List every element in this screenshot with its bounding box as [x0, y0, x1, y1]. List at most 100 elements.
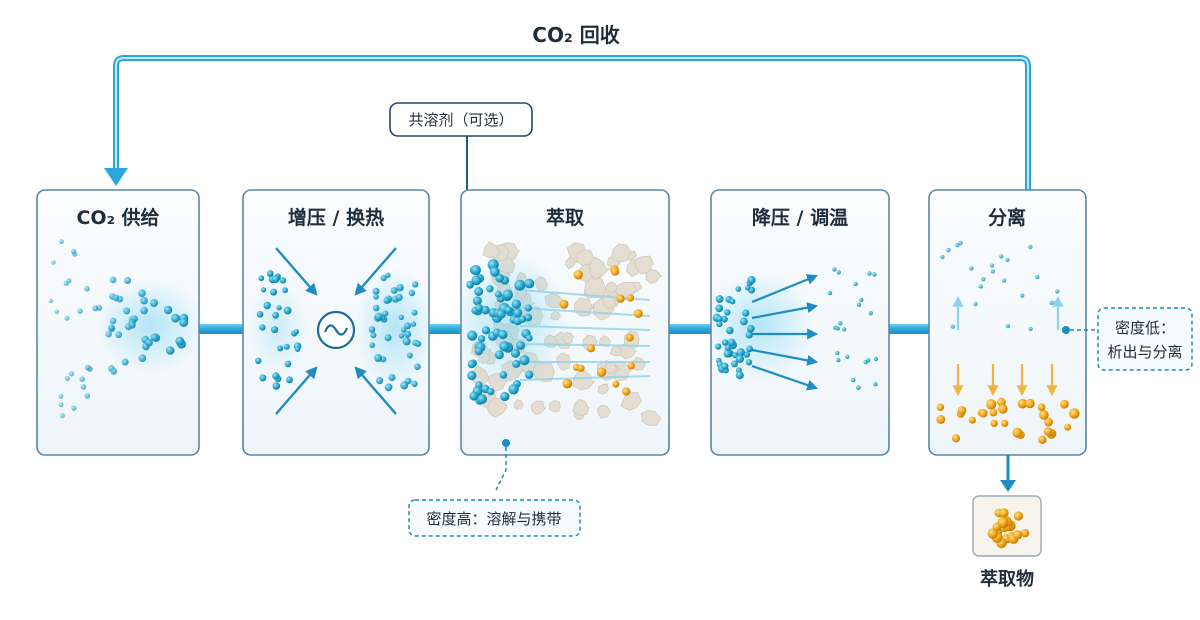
stage-supply-title: CO₂ 供给	[76, 206, 159, 229]
co2-molecule	[746, 324, 755, 333]
co2-molecule	[859, 297, 864, 303]
recycle-arrowhead	[104, 168, 128, 186]
co2-molecule	[398, 333, 405, 339]
co2-molecule	[368, 326, 376, 333]
matrix-particle	[572, 398, 590, 417]
extract-particle	[610, 267, 620, 276]
co2-molecule	[735, 371, 744, 380]
co2-molecule	[259, 374, 267, 382]
co2-molecule	[255, 357, 262, 364]
co2-molecule	[411, 309, 418, 316]
co2-molecule	[271, 275, 280, 284]
co2-molecule	[384, 334, 392, 342]
co2-molecule	[499, 371, 508, 379]
extract-particle	[1013, 530, 1023, 540]
co2-molecule	[735, 354, 745, 363]
co2-molecule	[510, 348, 521, 358]
co2-molecule	[414, 363, 421, 371]
co2-molecule	[404, 322, 412, 330]
co2-molecule	[745, 285, 751, 291]
co2-molecule	[731, 360, 738, 368]
co2-molecule	[721, 362, 729, 370]
extract-particle	[626, 294, 635, 302]
co2-molecule	[504, 306, 513, 314]
extract-particle	[1013, 511, 1024, 521]
co2-molecule	[286, 376, 293, 384]
note-low-density-box	[1097, 307, 1193, 371]
extract-particle	[616, 294, 625, 303]
note-low-density-line2: 析出与分离	[1107, 343, 1182, 361]
co2-molecule	[150, 299, 158, 308]
co2-molecule	[516, 341, 525, 350]
extract-particle	[986, 399, 997, 410]
note-low-density-line1: 密度低：	[1115, 319, 1175, 337]
co2-molecule	[404, 330, 412, 338]
extract-particle	[1001, 419, 1009, 427]
co2-molecule	[746, 345, 753, 353]
co2-molecule	[508, 384, 519, 395]
co2-molecule	[271, 326, 279, 334]
extract-particle	[586, 344, 596, 353]
note-high-density-text: 密度高：溶解与携带	[426, 510, 561, 528]
matrix-particle	[597, 404, 611, 419]
co2-molecule	[109, 276, 117, 284]
co2-molecule	[729, 298, 736, 305]
co2-molecule	[499, 341, 510, 352]
extract-particle	[1069, 408, 1080, 419]
pressurize-molecules	[255, 270, 422, 392]
extract-particle	[957, 406, 967, 415]
co2-molecule	[282, 287, 288, 294]
co2-molecule	[171, 313, 180, 323]
co2-molecule	[1005, 323, 1011, 329]
co2-molecule	[494, 290, 502, 298]
output-particles	[987, 508, 1030, 549]
co2-molecule	[845, 354, 850, 359]
extract-particle	[622, 387, 631, 396]
extract-particle	[1025, 398, 1035, 409]
co2-molecule	[54, 309, 59, 315]
co2-molecule	[856, 385, 861, 390]
co2-molecule	[369, 342, 376, 348]
co2-molecule	[747, 275, 756, 285]
co2-molecule	[408, 289, 416, 297]
extract-particle	[627, 362, 635, 370]
co2-molecule	[115, 331, 123, 339]
co2-molecule	[519, 355, 530, 366]
co2-molecule	[481, 305, 490, 315]
co2-molecule	[512, 359, 521, 368]
extract-particle	[1039, 410, 1049, 420]
co2-molecule	[138, 354, 147, 363]
co2-molecule	[71, 405, 77, 411]
co2-molecule	[721, 339, 729, 346]
co2-molecule	[256, 311, 264, 318]
co2-molecule	[68, 371, 75, 377]
co2-molecule	[48, 298, 54, 304]
co2-molecule	[486, 285, 494, 293]
matrix-particle	[530, 400, 547, 416]
matrix-particle	[584, 276, 606, 298]
extract-particle	[577, 364, 585, 372]
extract-particle	[559, 299, 569, 309]
co2-molecule	[80, 384, 87, 390]
co2-molecule	[58, 394, 64, 399]
extract-particle	[625, 333, 634, 342]
co2-molecule	[163, 305, 173, 315]
recycle-label: CO₂ 回收	[532, 23, 619, 47]
output-label: 萃取物	[980, 568, 1034, 590]
extract-particle	[612, 380, 620, 388]
co2-molecule	[999, 254, 1004, 259]
co2-molecule	[498, 329, 508, 340]
co2-molecule	[873, 382, 878, 387]
co2-molecule	[283, 343, 290, 350]
stage-depressurize: 降压 / 调温	[705, 189, 890, 456]
output: 萃取物	[972, 455, 1042, 590]
stage-depressurize-title: 降压 / 调温	[752, 206, 848, 229]
co2-molecule	[868, 311, 873, 316]
co2-molecule	[400, 381, 409, 390]
co2-molecule	[745, 359, 753, 366]
co2-molecule	[856, 302, 862, 307]
co2-molecule	[1005, 257, 1010, 263]
co2-molecule	[872, 272, 877, 277]
co2-molecule	[284, 360, 292, 368]
co2-molecule	[467, 370, 477, 381]
